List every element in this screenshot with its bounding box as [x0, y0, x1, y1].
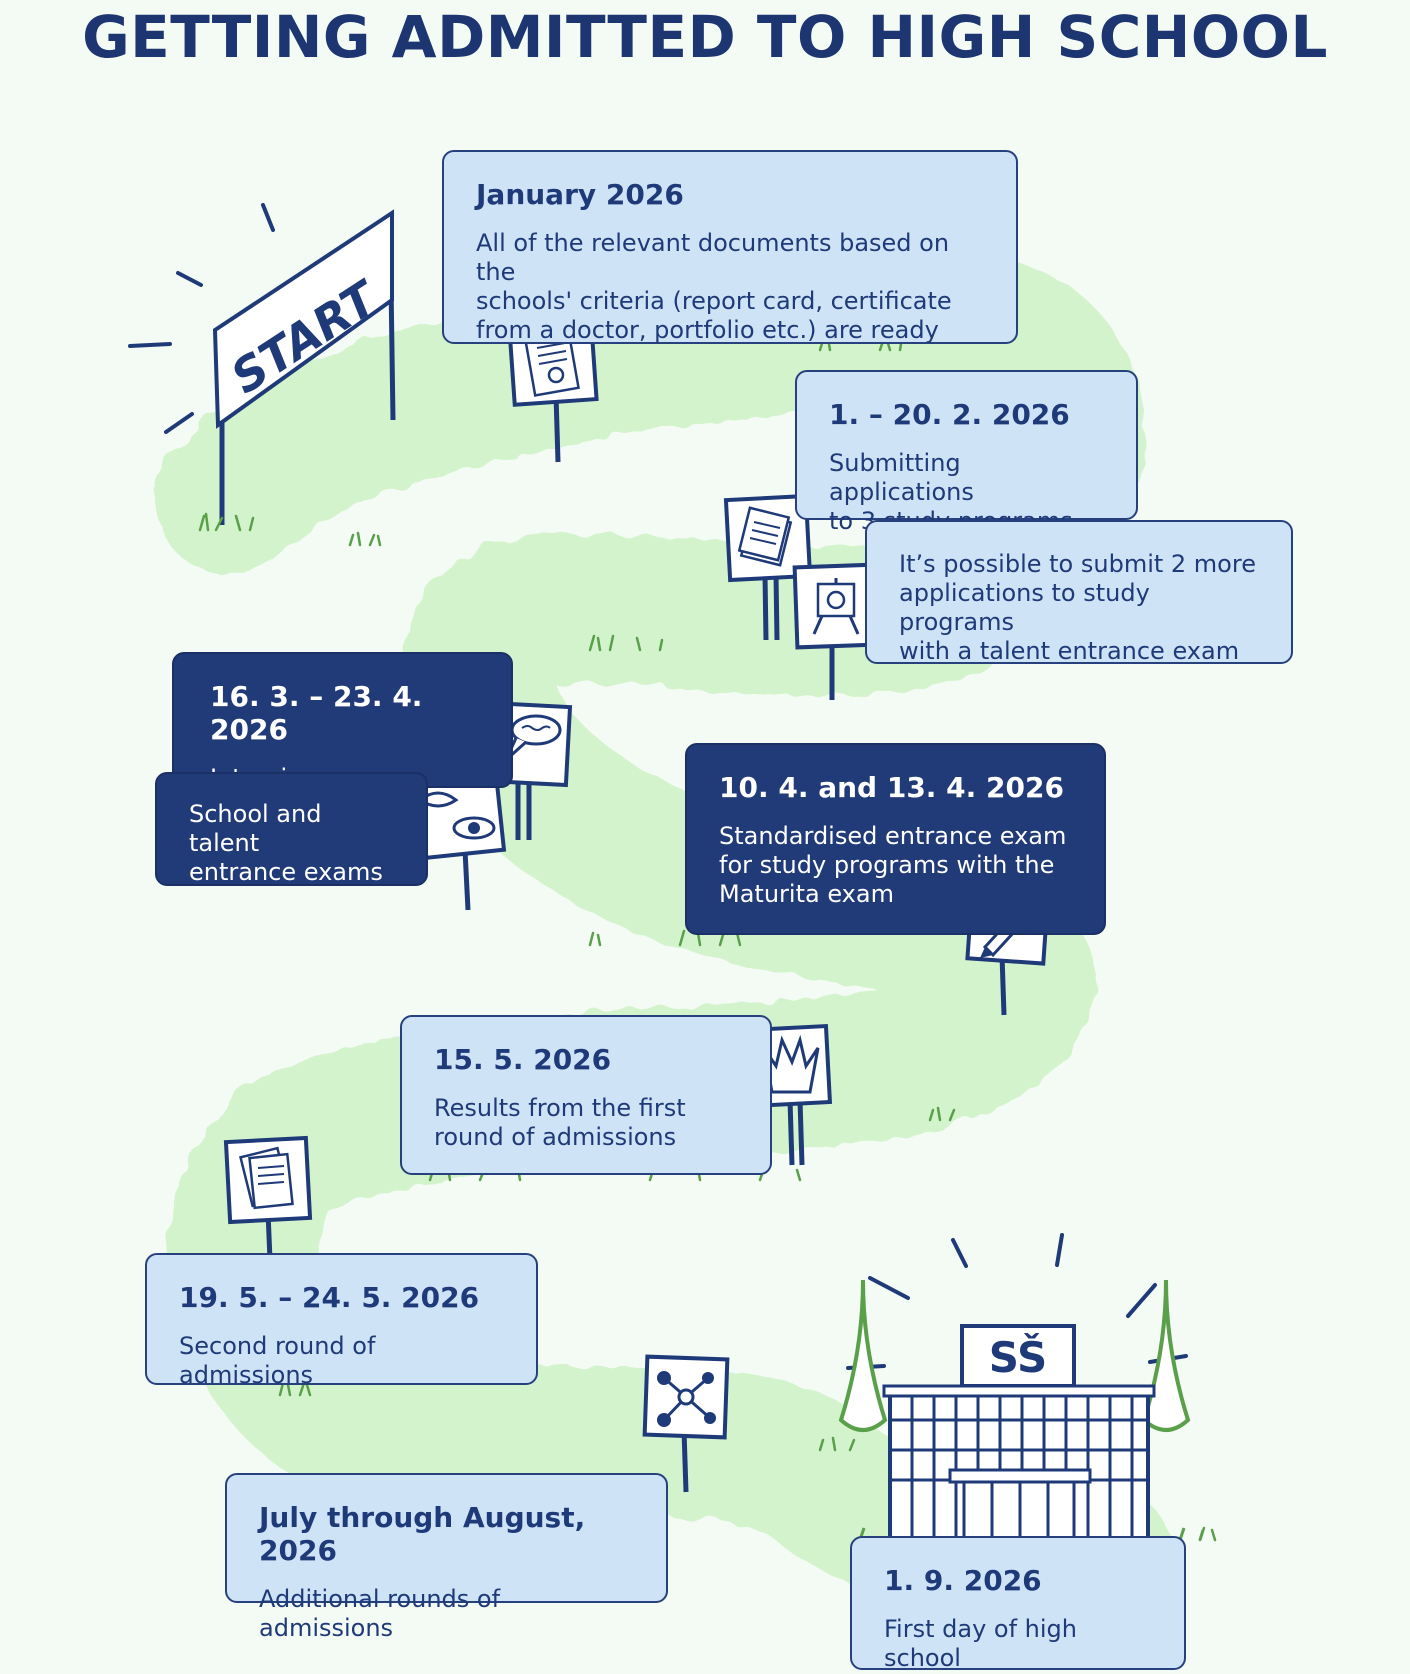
school-building-icon: SŠ	[838, 1233, 1205, 1564]
step-description: Additional rounds of admissions	[259, 1585, 501, 1642]
sign-documents	[223, 1135, 313, 1261]
step-date: 10. 4. and 13. 4. 2026	[719, 771, 1064, 804]
step-card-interviews: 16. 3. – 23. 4. 2026 Interviews	[172, 652, 513, 792]
step-card-additional-rounds: July through August, 2026 Additional rou…	[225, 1473, 668, 1642]
step-card-first-round-results: 15. 5. 2026 Results from the first round…	[400, 1015, 772, 1175]
step-date: 19. 5. – 24. 5. 2026	[179, 1281, 480, 1314]
step-card-second-round: 19. 5. – 24. 5. 2026 Second round of adm…	[145, 1253, 538, 1389]
step-card-first-day: 1. 9. 2026 First day of high school	[850, 1536, 1186, 1672]
step-date: July through August, 2026	[259, 1501, 586, 1567]
step-date: 16. 3. – 23. 4. 2026	[210, 680, 423, 746]
step-card-standardised-exam: 10. 4. and 13. 4. 2026 Standardised entr…	[685, 743, 1106, 935]
step-card-applications: 1. – 20. 2. 2026 Submitting applications…	[795, 370, 1138, 535]
step-date: 1. – 20. 2. 2026	[829, 398, 1070, 431]
step-description: School and talent entrance exams	[189, 800, 383, 886]
step-date: January 2026	[476, 178, 684, 211]
step-card-school-talent-exams: School and talent entrance exams	[155, 772, 428, 886]
step-date: 15. 5. 2026	[434, 1043, 612, 1076]
page-title: GETTING ADMITTED TO HIGH SCHOOL	[82, 3, 1328, 71]
sign-network	[642, 1354, 730, 1493]
step-description: It’s possible to submit 2 more applicati…	[899, 550, 1256, 665]
sign-paper-stack	[723, 493, 813, 641]
step-description: Standardised entrance exam for study pro…	[719, 822, 1067, 908]
step-card-talent-applications: It’s possible to submit 2 more applicati…	[865, 520, 1293, 665]
step-description: All of the relevant documents based on t…	[476, 229, 952, 344]
school-sign-label: SŠ	[989, 1332, 1048, 1382]
step-card-january: January 2026 All of the relevant documen…	[442, 150, 1018, 344]
step-description: First day of high school	[884, 1615, 1077, 1672]
step-description: Second round of admissions	[179, 1332, 376, 1389]
step-description: Results from the first round of admissio…	[434, 1094, 686, 1151]
step-date: 1. 9. 2026	[884, 1564, 1042, 1597]
